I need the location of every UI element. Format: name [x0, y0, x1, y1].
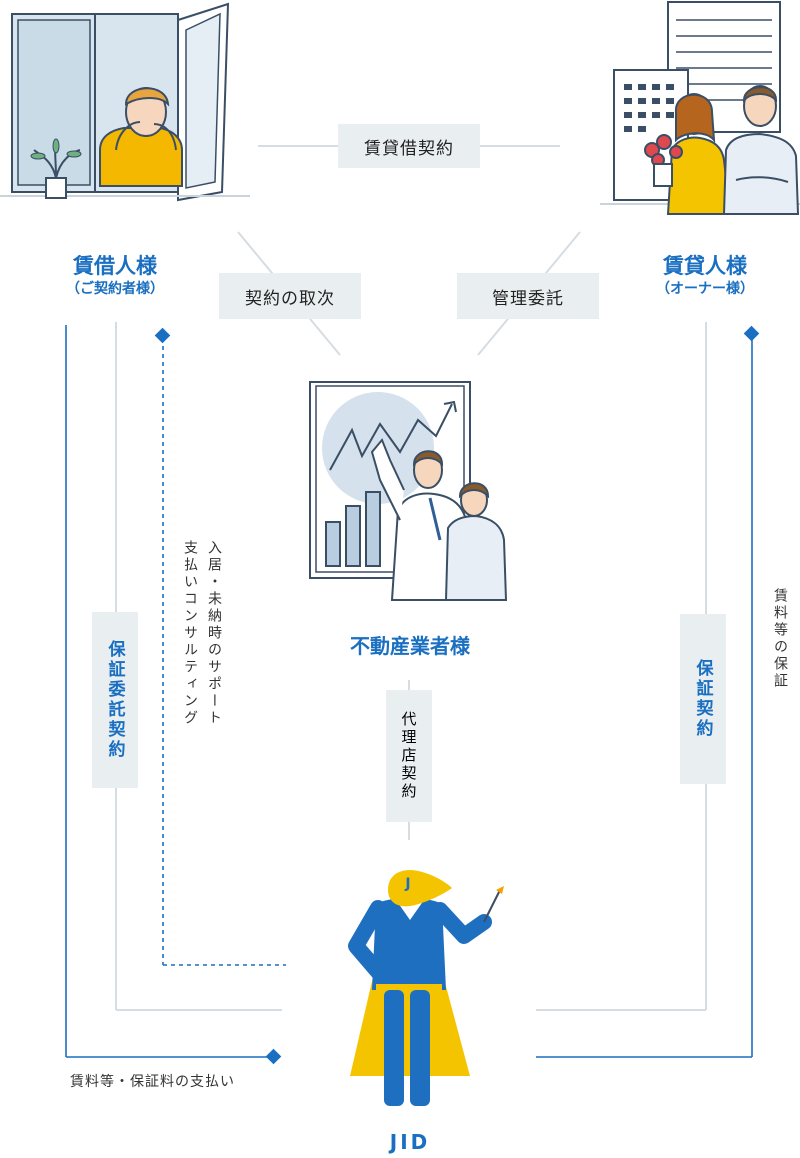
tenant-subtitle: （ご契約者様） — [66, 281, 164, 297]
rent-guarantee-text: 賃料等の保証 — [772, 588, 788, 690]
management-label: 管理委託 — [457, 273, 599, 319]
company-title: JID — [389, 1130, 431, 1154]
agency-contract-label: 代理店契約 — [399, 711, 418, 801]
landlord-illustration — [600, 1, 800, 215]
guarantee-entrust-label: 保証委託契約 — [104, 640, 125, 760]
landlord-title: 賃貸人様 — [663, 254, 747, 278]
lease-contract-label: 賃貸借契約 — [338, 124, 480, 168]
landlord-subtitle: （オーナー様） — [656, 281, 754, 297]
guarantee-entrust-box: 保証委託契約 — [92, 612, 138, 788]
support-text-line2: 支払いコンサルティング — [182, 540, 198, 727]
agency-title: 不動産業者様 — [350, 634, 470, 658]
tenant-title: 賃借人様 — [73, 254, 157, 278]
agency-illustration — [309, 381, 508, 601]
jid-mascot-illustration — [348, 870, 504, 1106]
flow-lines — [65, 325, 753, 1058]
company-badge-letter: J — [405, 876, 411, 892]
guarantee-box: 保証契約 — [680, 614, 726, 784]
payment-text: 賃料等・保証料の支払い — [70, 1074, 235, 1090]
support-text-line1: 入居・未納時のサポート — [206, 540, 222, 727]
tenant-illustration — [0, 2, 250, 202]
guarantee-label: 保証契約 — [692, 659, 713, 739]
brokerage-label: 契約の取次 — [219, 273, 361, 319]
agency-contract-box: 代理店契約 — [386, 690, 432, 822]
